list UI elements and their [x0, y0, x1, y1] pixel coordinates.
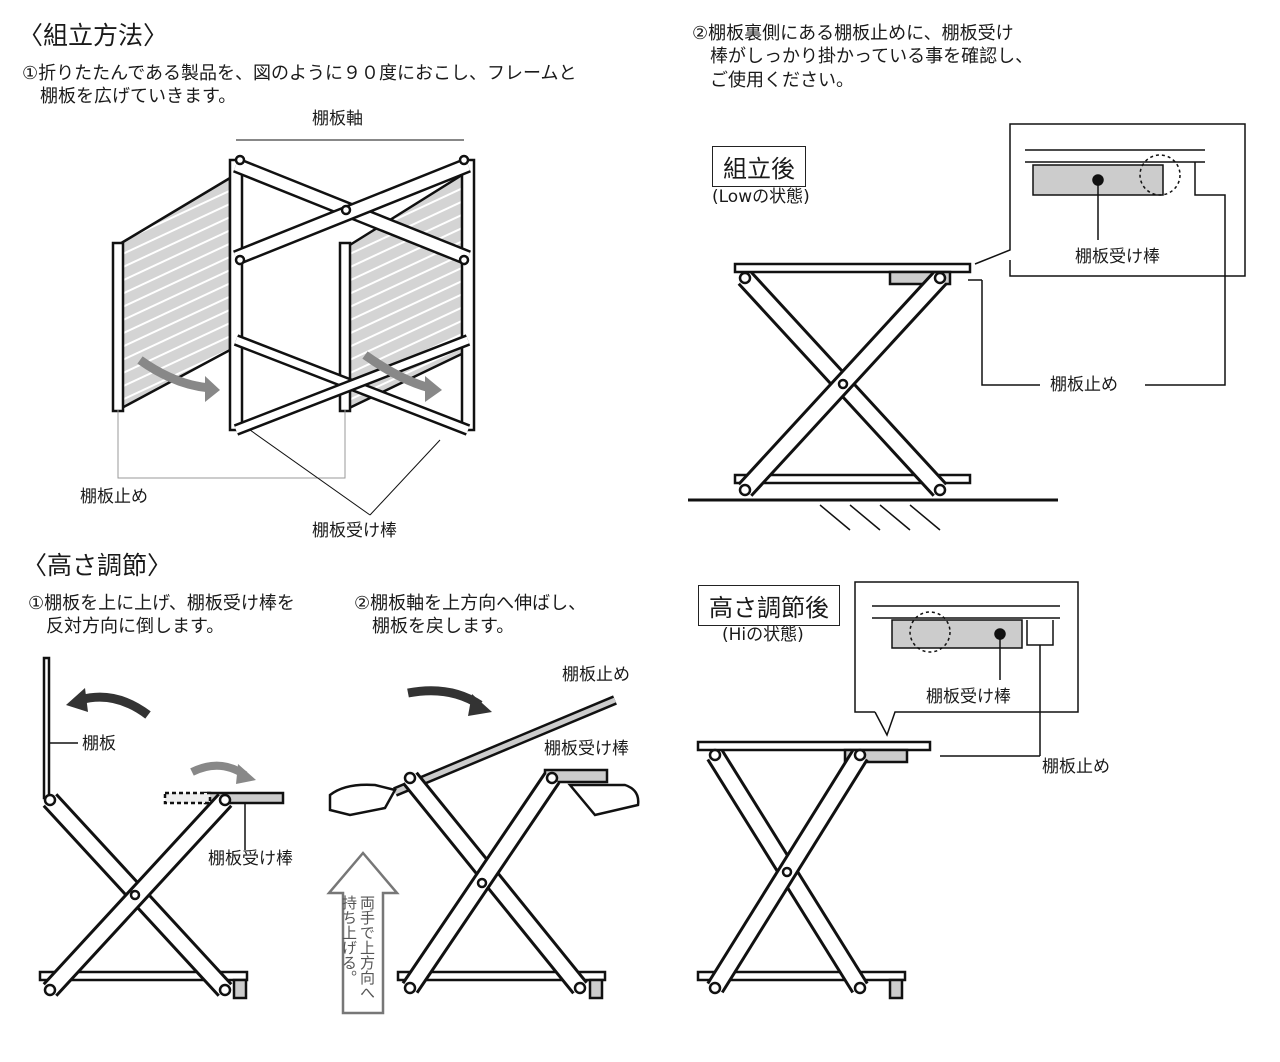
label-support-bar-step1: 棚板受け棒	[208, 849, 293, 869]
rotate-arrow-icon	[407, 686, 483, 709]
badge-after-assembly: 組立後	[712, 146, 806, 187]
low-stopper-label: 棚板止め	[1050, 375, 1118, 395]
rotate-arrow-icon	[78, 692, 151, 719]
hi-stopper-label: 棚板止め	[1042, 757, 1110, 777]
label-shelf-stopper: 棚板止め	[80, 487, 148, 507]
hand-icon	[567, 783, 640, 817]
label-shelf-axis: 棚板軸	[312, 109, 363, 129]
arrow-head-icon	[468, 694, 492, 716]
badge-after-height: 高さ調節後	[698, 585, 840, 626]
lift-instruction: 両手で上方向へ 持ち上げる。	[340, 895, 376, 1000]
leader-lines	[117, 139, 464, 516]
height-title: 〈高さ調節〉	[22, 551, 173, 580]
folding-frame-illustration	[111, 154, 476, 436]
assembly-title: 〈組立方法〉	[18, 21, 169, 50]
height-step1-illustration	[38, 656, 285, 1000]
lift-up-arrow-icon	[326, 851, 400, 1015]
height-step2: ②棚板軸を上方向へ伸ばし、 棚板を戻します。	[354, 593, 587, 638]
rotate-arrow-icon	[137, 356, 211, 393]
hi-detail-callout	[854, 581, 1079, 757]
label-support-bar-step2: 棚板受け棒	[544, 739, 629, 759]
label-shelf-support-bar: 棚板受け棒	[312, 521, 397, 541]
label-stopper-step2: 棚板止め	[562, 665, 630, 685]
label-shelf: 棚板	[82, 734, 116, 754]
arrow-head-icon	[425, 376, 442, 402]
hi-detail-label: 棚板受け棒	[926, 687, 1011, 707]
arrow-head-icon	[66, 688, 88, 712]
low-state-caption: (Lowの状態)	[712, 187, 810, 207]
low-detail-label: 棚板受け棒	[1075, 247, 1160, 267]
hi-state-caption: (Hiの状態)	[722, 625, 804, 645]
arrow-head-icon	[236, 764, 256, 784]
rotate-arrow-icon	[362, 351, 432, 393]
hand-icon	[328, 783, 397, 817]
hi-state-table-illustration	[696, 740, 932, 1000]
height-step2-illustration	[328, 695, 640, 1000]
arrow-head-icon	[205, 376, 220, 402]
assembly-step1: ①折りたたんである製品を、図のように９０度におこし、フレームと 棚板を広げていき…	[22, 63, 577, 108]
assembly-step2: ②棚板裏側にある棚板止めに、棚板受け 棒がしっかり掛かっている事を確認し、 ご使…	[692, 23, 1034, 91]
low-state-table-illustration	[688, 262, 1058, 531]
height-step1: ①棚板を上に上げ、棚板受け棒を 反対方向に倒します。	[28, 593, 295, 638]
low-detail-callout	[968, 123, 1246, 386]
